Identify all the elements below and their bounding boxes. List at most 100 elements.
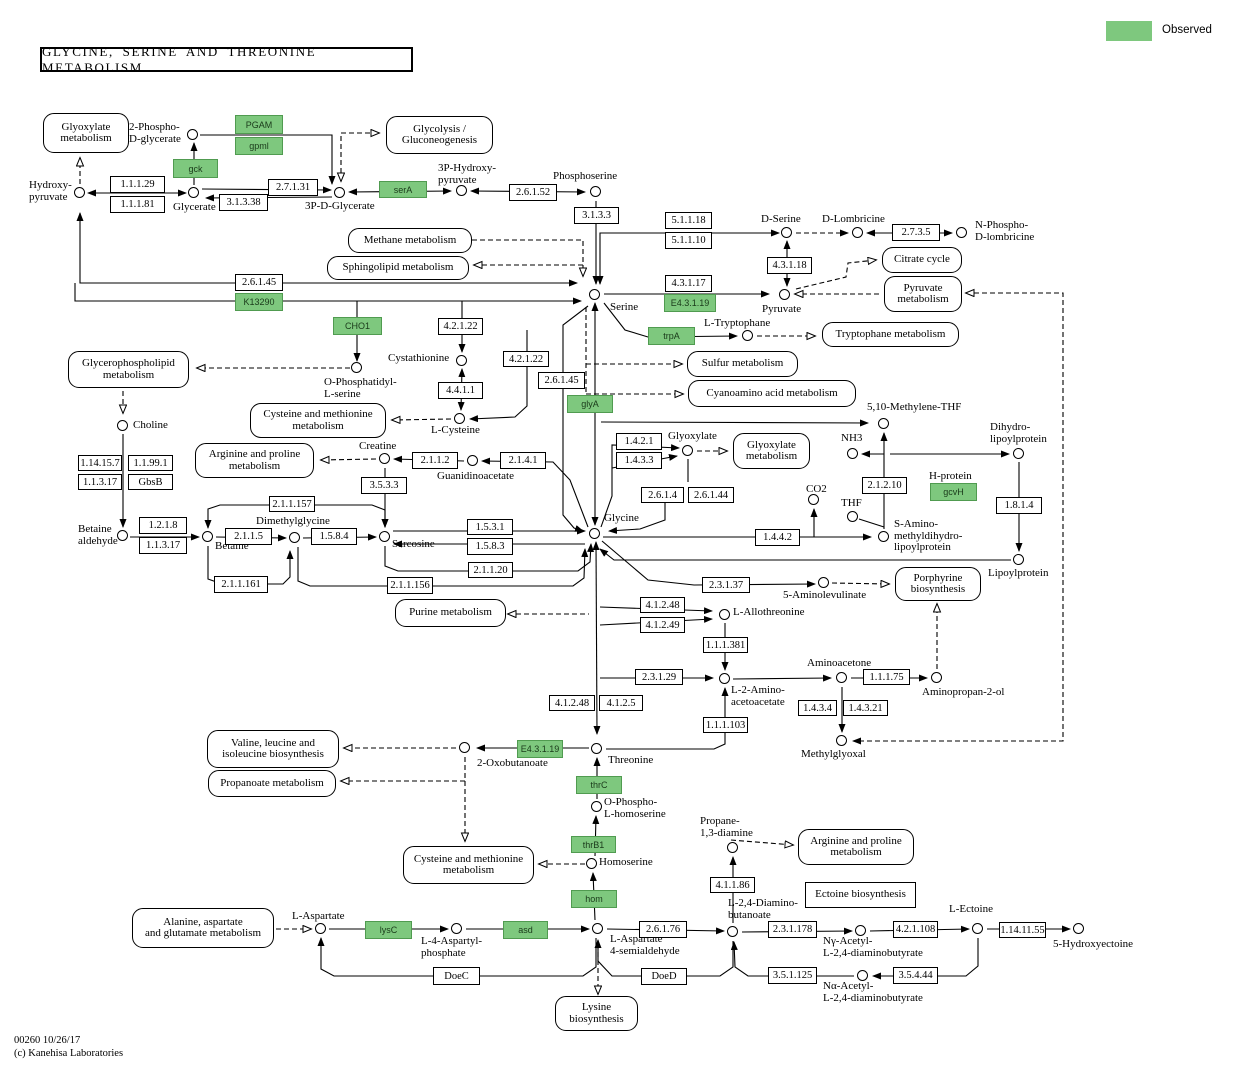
enzyme-box[interactable]: 2.3.1.29 [635,669,683,685]
enzyme-box[interactable]: 4.1.2.49 [640,617,685,633]
enzyme-box[interactable]: 1.4.3.4 [798,700,837,716]
compound-circle-cystathionine[interactable] [456,355,467,366]
enzyme-box[interactable]: 2.1.1.157 [269,496,315,512]
enzyme-box[interactable]: 4.2.1.22 [438,318,483,335]
gene-box-observed[interactable]: asd [503,921,548,939]
compound-circle-3p-hydroxypyruvate[interactable] [456,185,467,196]
compound-circle-creatine[interactable] [379,453,390,464]
compound-circle-nh3[interactable] [847,448,858,459]
pathway-link-box[interactable]: Sphingolipid metabolism [327,256,469,280]
enzyme-box[interactable]: 1.1.1.75 [863,669,910,685]
gene-box-observed[interactable]: gck [173,159,218,178]
compound-circle-serine[interactable] [589,289,600,300]
enzyme-box[interactable]: 2.1.1.20 [468,562,513,578]
enzyme-box[interactable]: 3.1.3.3 [574,207,619,224]
enzyme-box[interactable]: 3.5.4.44 [893,967,938,984]
compound-circle-hydroxypyruvate[interactable] [74,187,85,198]
gene-box-observed[interactable]: gcvH [930,483,977,501]
pathway-link-box[interactable]: Purine metabolism [395,599,506,627]
enzyme-box[interactable]: 1.8.1.4 [996,497,1042,514]
compound-circle-dimethylglycine[interactable] [289,532,300,543]
enzyme-box[interactable]: 2.1.1.156 [387,577,433,594]
gene-box-observed[interactable]: glyA [567,395,613,413]
compound-circle-3p-d-glycerate[interactable] [334,187,345,198]
compound-circle-5-10-methylene-thf[interactable] [878,418,889,429]
enzyme-box[interactable]: 4.3.1.18 [767,257,812,274]
compound-circle-l-cysteine[interactable] [454,413,465,424]
enzyme-box[interactable]: 2.6.1.76 [639,921,687,938]
gene-box-observed[interactable]: trpA [648,327,695,345]
enzyme-box[interactable]: 2.1.2.10 [862,477,907,494]
compound-circle-l-4-aspartyl-phosphate[interactable] [451,923,462,934]
gene-box-observed[interactable]: E4.3.1.19 [517,740,563,758]
enzyme-box[interactable]: 1.5.8.3 [467,538,513,555]
gene-box-observed[interactable]: CHO1 [333,317,382,335]
gene-box-observed[interactable]: hom [571,890,617,908]
enzyme-box[interactable]: 1.14.15.7 [78,455,122,471]
enzyme-box[interactable]: 2.3.1.37 [702,577,750,593]
enzyme-box[interactable]: 1.2.1.8 [139,517,187,534]
enzyme-box[interactable]: 1.1.1.81 [110,196,165,213]
enzyme-box[interactable]: 1.1.99.1 [128,455,173,471]
enzyme-box[interactable]: 4.4.1.1 [438,382,483,399]
pathway-link-box[interactable]: Ectoine biosynthesis [805,882,916,908]
enzyme-box[interactable]: 2.1.1.161 [214,576,268,593]
compound-circle-l-2-amino-acetoacetate[interactable] [719,673,730,684]
pathway-link-box[interactable]: Propanoate metabolism [208,770,336,797]
compound-circle-n-gamma-acetyl-daba[interactable] [855,925,866,936]
gene-box-observed[interactable]: thrC [576,776,622,794]
compound-circle-aminopropan-2-ol[interactable] [931,672,942,683]
compound-circle-l-aspartate-4-semialdehyde[interactable] [592,923,603,934]
compound-circle-methylglyoxal[interactable] [836,735,847,746]
pathway-link-box[interactable]: Tryptophane metabolism [822,322,959,347]
compound-circle-homoserine[interactable] [586,858,597,869]
enzyme-box[interactable]: GbsB [128,474,173,490]
enzyme-box[interactable]: 2.7.1.31 [268,179,318,196]
enzyme-box[interactable]: 1.1.3.17 [139,537,187,554]
compound-circle-2-oxobutanoate[interactable] [459,742,470,753]
enzyme-box[interactable]: 1.4.2.1 [616,433,662,450]
gene-box-observed[interactable]: lysC [365,921,412,939]
enzyme-box[interactable]: 4.1.2.48 [549,695,595,711]
gene-box-observed[interactable]: PGAM [235,115,283,134]
enzyme-box[interactable]: 1.1.1.29 [110,176,165,193]
enzyme-box[interactable]: 5.1.1.10 [665,232,712,249]
enzyme-box[interactable]: 1.4.3.21 [843,700,888,716]
pathway-link-box[interactable]: Methane metabolism [348,228,472,253]
compound-circle-pyruvate[interactable] [779,289,790,300]
gene-box-observed[interactable]: serA [379,181,427,198]
enzyme-box[interactable]: 2.6.1.4 [641,487,684,503]
enzyme-box[interactable]: 2.6.1.45 [538,372,585,389]
compound-circle-o-phospho-l-homoserine[interactable] [591,801,602,812]
pathway-link-box[interactable]: Cyanoamino acid metabolism [688,380,856,407]
compound-circle-l-2-4-diaminobutanoate[interactable] [727,926,738,937]
compound-circle-choline[interactable] [117,420,128,431]
compound-circle-aminoacetone[interactable] [836,672,847,683]
enzyme-box[interactable]: DoeD [641,968,687,985]
enzyme-box[interactable]: 2.1.4.1 [500,452,546,469]
compound-circle-betaine-aldehyde[interactable] [117,530,128,541]
enzyme-box[interactable]: 3.1.3.38 [219,194,268,211]
enzyme-box[interactable]: 1.4.3.3 [616,452,662,469]
enzyme-box[interactable]: 1.1.3.17 [78,474,122,490]
enzyme-box[interactable]: 1.5.3.1 [467,519,513,535]
enzyme-box[interactable]: 2.1.1.2 [412,452,458,469]
gene-box-observed[interactable]: K13290 [235,293,283,311]
compound-circle-guanidinoacetate[interactable] [467,455,478,466]
enzyme-box[interactable]: 1.4.4.2 [755,529,800,546]
compound-circle-o-phosphatidyl-l-serine[interactable] [351,362,362,373]
compound-circle-propane-1-3-diamine[interactable] [727,842,738,853]
compound-circle-lipoylprotein[interactable] [1013,554,1024,565]
pathway-link-box[interactable]: Glycolysis /Gluconeogenesis [386,116,493,154]
enzyme-box[interactable]: 4.2.1.108 [893,921,938,938]
compound-circle-l-ectoine[interactable] [972,923,983,934]
